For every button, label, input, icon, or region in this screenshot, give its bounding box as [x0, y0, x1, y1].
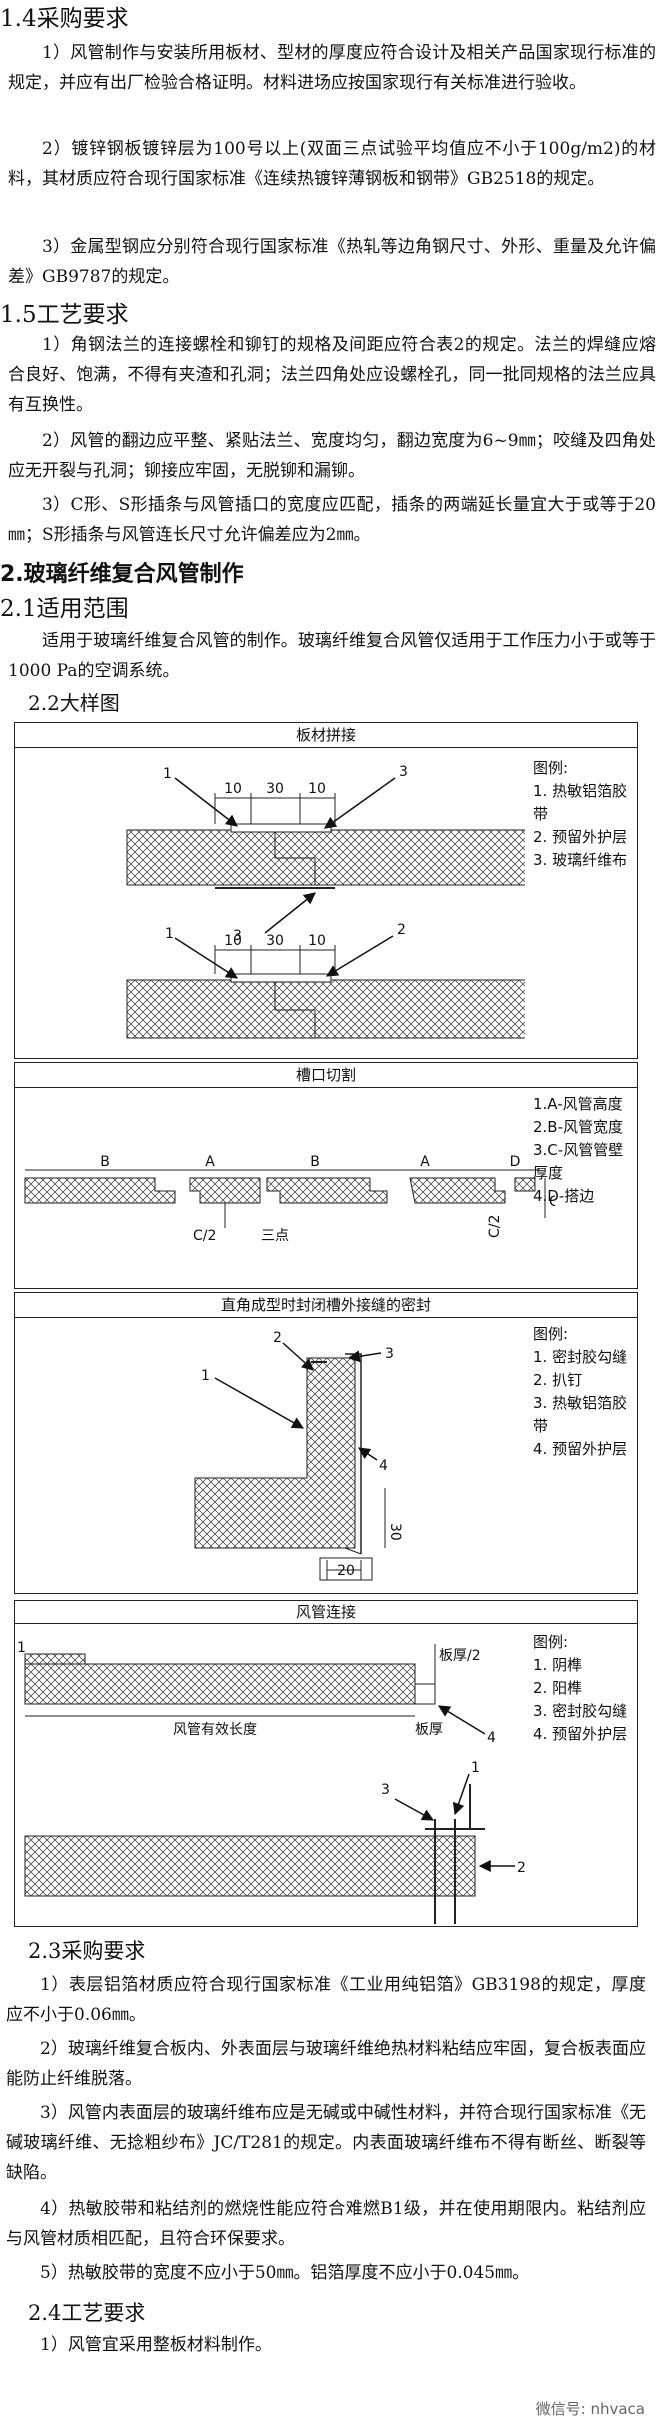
dim-20: 20	[337, 1563, 355, 1579]
corner-seal-drawing: 30 20 2 3 1 4	[194, 1330, 403, 1581]
callout-4: 4	[379, 1458, 388, 1474]
panel-board-joint-title: 板材拼接	[15, 723, 637, 748]
s23-para-5: 5）热敏胶带的宽度不应小于50㎜。铝箔厚度不应小于0.045㎜。	[40, 2263, 530, 2283]
legend-item: 3. 热敏铝箔胶带	[533, 1394, 628, 1435]
label-thickness: 板厚	[415, 1722, 443, 1738]
callout-1b: 1	[165, 926, 174, 942]
legend-item: 1. 热敏铝箔胶带	[533, 782, 628, 823]
legend-item: 4.D-搭边	[533, 1187, 595, 1205]
s23-para-3: 3）风管内表面层的玻璃纤维布应是无碱或中碱性材料，并符合现行国家标准《无碱玻璃纤…	[6, 2103, 646, 2183]
dim-30: 30	[387, 1523, 403, 1541]
s14-para-3: 3）金属型钢应分别符合现行国家标准《热轧等边角钢尺寸、外形、重量及允许偏差》GB…	[8, 237, 656, 287]
section-1-4-title: 1.4采购要求	[0, 6, 129, 32]
s14-para-2: 2）镀锌钢板镀锌层为100号以上(双面三点试验平均值应不小于100g/m2)的材…	[8, 139, 656, 189]
legend-item: 3. 密封胶勾缝	[533, 1702, 628, 1720]
s15-para-3: 3）C形、S形插条与风管插口的宽度应匹配，插条的两端延长量宜大于或等于20㎜；S…	[8, 495, 656, 545]
callout-1: 1	[201, 1368, 210, 1384]
dim-30-b: 30	[266, 933, 284, 949]
label-half-thickness: 板厚/2	[439, 1648, 481, 1664]
legend-item: 3. 玻璃纤维布	[533, 851, 628, 869]
label-effective-length: 风管有效长度	[173, 1722, 257, 1738]
callout-3: 3	[381, 1782, 390, 1798]
dim-10-b: 10	[308, 781, 326, 797]
callout-2: 2	[517, 1860, 525, 1876]
s21-para-1: 适用于玻璃纤维复合风管的制作。玻璃纤维复合风管仅适用于工作压力小于或等于1000…	[8, 631, 656, 681]
label-three-point: 三点	[261, 1228, 289, 1244]
callout-1b: 1	[471, 1760, 480, 1776]
panel1-legend: 图例: 1. 热敏铝箔胶带 2. 预留外护层 3. 玻璃纤维布	[533, 757, 633, 872]
slot-cutting-drawing: B A B A D C C/2 三点 C/2	[24, 1154, 555, 1244]
board-2	[126, 979, 525, 1039]
wechat-watermark: 微信号: nhvaca	[535, 2400, 645, 2418]
board-1	[126, 829, 525, 886]
legend-title: 图例:	[533, 759, 569, 777]
panel3-legend: 图例: 1. 密封胶勾缝 2. 扒钉 3. 热敏铝箔胶带 4. 预留外护层	[533, 1323, 633, 1461]
s23-para-1: 1）表层铝箔材质应符合现行国家标准《工业用纯铝箔》GB3198的规定，厚度应不小…	[6, 1975, 646, 2025]
s15-para-1: 1）角钢法兰的连接螺栓和铆钉的规格及间距应符合表2的规定。法兰的焊缝应熔合良好、…	[8, 335, 656, 415]
tape-2	[230, 973, 332, 983]
panel-slot-cutting-title: 槽口切割	[15, 1063, 637, 1088]
callout-4: 4	[487, 1730, 496, 1746]
legend-item: 4. 预留外护层	[533, 1725, 628, 1743]
label-B1: B	[100, 1154, 110, 1170]
s23-para-4: 4）热敏胶带和粘结剂的燃烧性能应符合难燃B1级，并在使用期限内。粘结剂应与风管材…	[6, 2199, 646, 2249]
legend-item: 1. 阴榫	[533, 1656, 583, 1674]
dim-10-a: 10	[224, 781, 242, 797]
legend-item: 1. 密封胶勾缝	[533, 1348, 628, 1366]
label-D: D	[510, 1154, 521, 1170]
callout-2b: 2	[397, 922, 406, 938]
label-A1: A	[205, 1154, 215, 1170]
legend-item: 2. 阳榫	[533, 1679, 583, 1697]
panel4-legend: 图例: 1. 阴榫 2. 阳榫 3. 密封胶勾缝 4. 预留外护层	[533, 1631, 633, 1746]
legend-item: 2. 预留外护层	[533, 828, 628, 846]
section-1-5-title: 1.5工艺要求	[0, 302, 129, 328]
tape-1	[230, 823, 332, 833]
dim-10-d: 10	[308, 933, 326, 949]
panel-corner-seal: 直角成型时封闭槽外接缝的密封 30 20 2 3 1 4 图例: 1. 密封胶勾…	[14, 1292, 638, 1594]
panel-duct-connection: 风管连接 板厚/2 风管有效长度 板厚 1 4 1 3 2 图例: 1. 阴榫 …	[14, 1600, 638, 1927]
board-joint-drawing: 10 30 10 1 3 3 10 30 10 1 2	[126, 764, 525, 1039]
legend-title: 图例:	[533, 1325, 569, 1343]
callout-3: 3	[385, 1346, 394, 1362]
section-2-3-title: 2.3采购要求	[28, 1939, 146, 1963]
callout-3a: 3	[399, 764, 408, 780]
legend-item: 2. 扒钉	[533, 1371, 583, 1389]
dim-10-c: 10	[224, 933, 242, 949]
section-2-2-title: 2.2大样图	[28, 691, 120, 715]
legend-item: 4. 预留外护层	[533, 1440, 628, 1458]
panel-board-joint: 板材拼接 10 30 10 1 3 3 10 30	[14, 722, 638, 1059]
panel2-legend: 1.A-风管高度 2.B-风管宽度 3.C-风管管壁厚度 4.D-搭边	[533, 1093, 633, 1208]
panel-corner-seal-title: 直角成型时封闭槽外接缝的密封	[15, 1293, 637, 1318]
duct-connection-drawing: 板厚/2 风管有效长度 板厚 1 4 1 3 2	[17, 1640, 525, 1924]
dim-30-a: 30	[266, 781, 284, 797]
s14-para-1: 1）风管制作与安装所用板材、型材的厚度应符合设计及相关产品国家现行标准的规定，并…	[8, 43, 656, 93]
callout-2: 2	[273, 1330, 282, 1346]
label-C2-a: C/2	[193, 1228, 216, 1244]
s24-para-1: 1）风管宜采用整板材料制作。	[40, 2335, 272, 2355]
s15-para-2: 2）风管的翻边应平整、紧贴法兰、宽度均匀，翻边宽度为6~9㎜；咬缝及四角处应无开…	[8, 431, 656, 481]
callout-1a: 1	[17, 1640, 26, 1656]
legend-item: 2.B-风管宽度	[533, 1118, 624, 1136]
section-2-4-title: 2.4工艺要求	[28, 2301, 146, 2325]
callout-1a: 1	[163, 766, 172, 782]
panel-duct-connection-title: 风管连接	[15, 1601, 637, 1624]
label-B2: B	[310, 1154, 320, 1170]
panel-slot-cutting: 槽口切割 B A B A D C C/2 三点 C/2 1.A-风管高度 2.B…	[14, 1062, 638, 1289]
label-C2-b: C/2	[487, 1215, 503, 1238]
legend-item: 1.A-风管高度	[533, 1095, 623, 1113]
callout-3b: 3	[233, 928, 242, 944]
label-C: C	[549, 1194, 555, 1210]
label-A2: A	[420, 1154, 430, 1170]
legend-item: 3.C-风管管壁厚度	[533, 1141, 624, 1182]
chapter-2-title: 2.玻璃纤维复合风管制作	[0, 562, 244, 587]
s23-para-2: 2）玻璃纤维复合板内、外表面层与玻璃纤维绝热材料粘结应牢固，复合板表面应能防止纤…	[6, 2039, 646, 2089]
section-2-1-title: 2.1适用范围	[0, 596, 129, 622]
legend-title: 图例:	[533, 1633, 569, 1651]
